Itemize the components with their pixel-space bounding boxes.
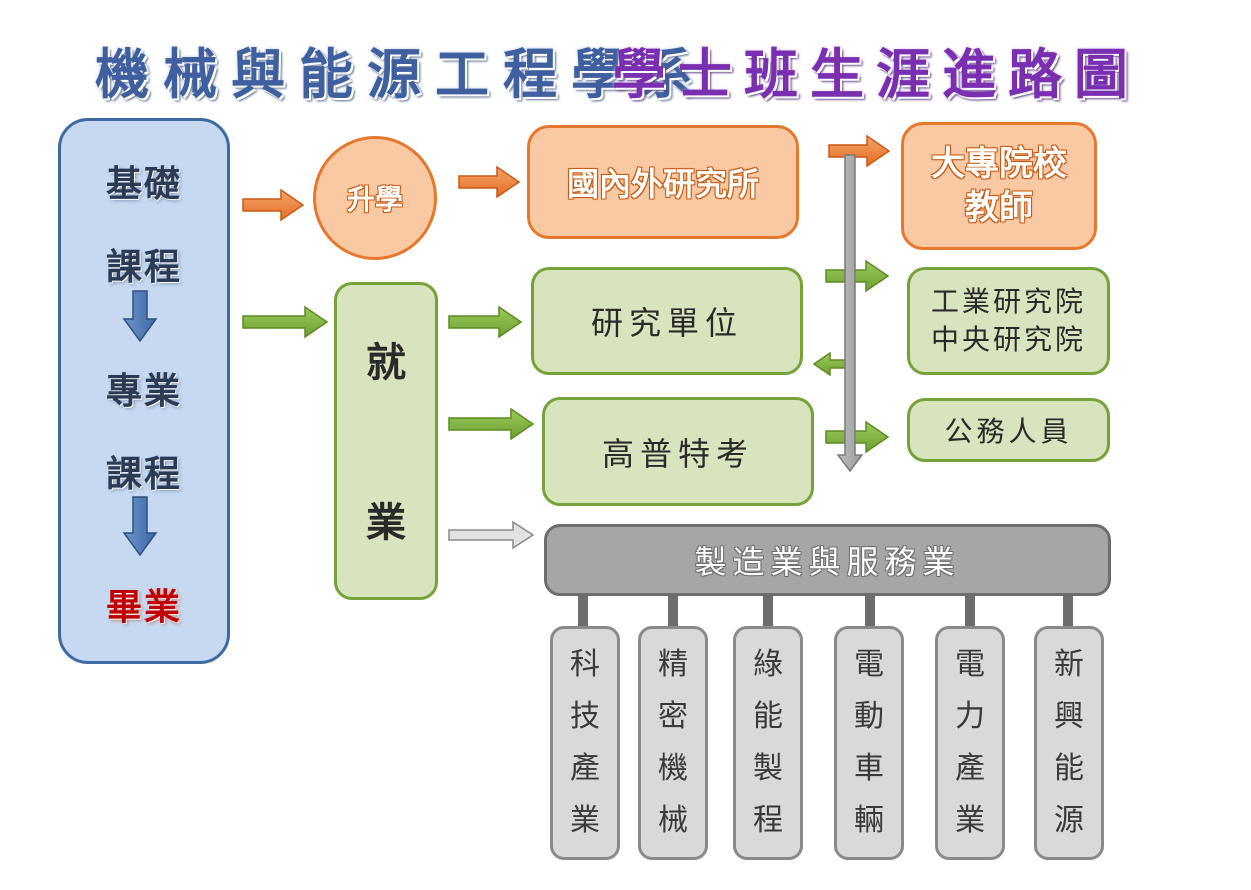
industry-char: 科 xyxy=(570,647,600,682)
vertical-connector-arrow xyxy=(836,154,864,473)
industry-char: 輛 xyxy=(854,803,884,838)
title-sub: 學士班生涯進路圖 xyxy=(612,42,1140,106)
arrow-to-civil-servant xyxy=(825,420,890,454)
professional-label: 專業 xyxy=(105,371,182,412)
industry-bar: 製造業與服務業 xyxy=(544,524,1111,596)
industry-tech: 科 技 產 業 xyxy=(550,626,620,860)
arrow-to-further-study xyxy=(242,188,305,222)
industry-char: 業 xyxy=(955,803,985,838)
industry-green-process: 綠 能 製 程 xyxy=(733,626,803,860)
arrow-to-grad-school xyxy=(458,165,521,199)
industry-char: 械 xyxy=(658,803,688,838)
connector xyxy=(578,596,588,626)
industry-char: 技 xyxy=(570,699,600,734)
industry-char: 動 xyxy=(854,699,884,734)
teacher-line-1: 大專院校 xyxy=(931,143,1067,184)
arrow-down-1 xyxy=(122,290,158,343)
arrow-to-employment xyxy=(242,305,329,339)
industry-char: 產 xyxy=(570,751,600,786)
arrow-to-civil-exam xyxy=(448,407,535,441)
academia-sinica-label: 中央研究院 xyxy=(930,323,1086,356)
industry-char: 興 xyxy=(1054,699,1084,734)
industry-char: 製 xyxy=(753,751,783,786)
industry-char: 源 xyxy=(1054,803,1084,838)
industry-char: 產 xyxy=(955,751,985,786)
course-label-1: 課程 xyxy=(105,247,182,288)
industry-char: 能 xyxy=(753,699,783,734)
employment-node xyxy=(334,282,438,600)
industry-char: 密 xyxy=(658,699,688,734)
further-study-node: 升學 xyxy=(313,136,437,260)
institutes-box: 工業研究院 中央研究院 xyxy=(907,267,1110,375)
civil-servant-box: 公務人員 xyxy=(907,398,1110,462)
teacher-box: 大專院校 教師 xyxy=(901,122,1097,250)
industry-char: 能 xyxy=(1054,751,1084,786)
industry-electric-vehicles: 電 動 車 輛 xyxy=(834,626,904,860)
industry-emerging-energy: 新 興 能 源 xyxy=(1034,626,1104,860)
industry-char: 綠 xyxy=(753,647,783,682)
industry-power: 電 力 產 業 xyxy=(935,626,1005,860)
arrow-to-industry xyxy=(448,520,535,550)
graduate-school-box: 國內外研究所 xyxy=(527,125,799,239)
industry-char: 電 xyxy=(955,647,985,682)
arrow-down-2 xyxy=(122,496,158,557)
graduation-label: 畢業 xyxy=(105,587,182,628)
employment-char-1: 就 xyxy=(366,339,406,386)
course-label-2: 課程 xyxy=(105,454,182,495)
curriculum-panel xyxy=(58,118,230,664)
arrow-to-teacher xyxy=(828,134,891,168)
connector xyxy=(865,596,875,626)
itri-label: 工業研究院 xyxy=(930,285,1086,319)
industry-char: 電 xyxy=(854,647,884,682)
arrow-back-to-research xyxy=(812,351,847,377)
teacher-line-2: 教師 xyxy=(965,188,1033,228)
industry-precision-machinery: 精 密 機 械 xyxy=(638,626,708,860)
industry-char: 機 xyxy=(658,751,688,786)
industry-char: 車 xyxy=(854,751,884,786)
basic-label: 基礎 xyxy=(105,164,182,205)
employment-char-2: 業 xyxy=(366,499,406,546)
civil-exam-box: 高普特考 xyxy=(542,397,814,506)
arrow-to-institutes xyxy=(825,259,890,293)
connector xyxy=(965,596,975,626)
industry-char: 力 xyxy=(955,699,985,734)
arrow-to-research xyxy=(448,305,523,339)
connector xyxy=(668,596,678,626)
industry-char: 精 xyxy=(658,647,688,682)
industry-char: 程 xyxy=(753,803,783,838)
connector xyxy=(763,596,773,626)
industry-char: 新 xyxy=(1054,647,1084,682)
research-unit-box: 研究單位 xyxy=(531,267,803,375)
title-main: 機械與能源工程學系 xyxy=(95,42,707,106)
connector xyxy=(1063,596,1073,626)
industry-char: 業 xyxy=(570,803,600,838)
